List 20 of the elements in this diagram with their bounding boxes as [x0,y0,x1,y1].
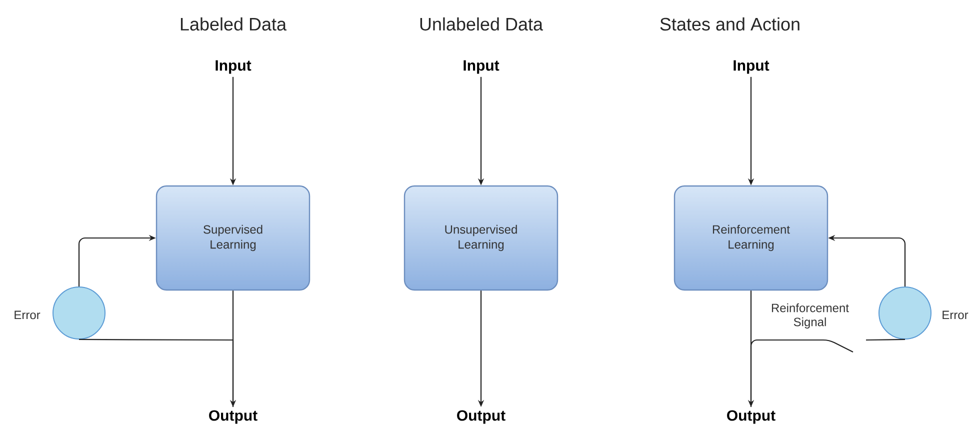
error-circle [878,286,932,340]
column-title: States and Action [660,17,800,31]
output-label: Output [209,410,258,424]
output-label: Output [727,410,776,424]
column-title: Labeled Data [180,17,286,31]
connector-line [79,338,234,407]
input-label: Input [216,60,252,74]
error-circle [52,286,106,340]
input-label: Input [464,60,500,74]
connector-line [750,339,854,407]
input-label: Input [734,60,770,74]
error-label: Error [14,310,40,320]
process-box: Unsupervised Learning [404,185,558,291]
connector-line [866,338,905,341]
edge-label: Reinforcement Signal [772,303,849,329]
process-box: Reinforcement Learning [674,185,828,291]
output-label: Output [457,410,506,424]
column-title: Unlabeled Data [420,17,543,31]
error-label: Error [942,310,968,320]
process-box: Supervised Learning [156,185,310,291]
